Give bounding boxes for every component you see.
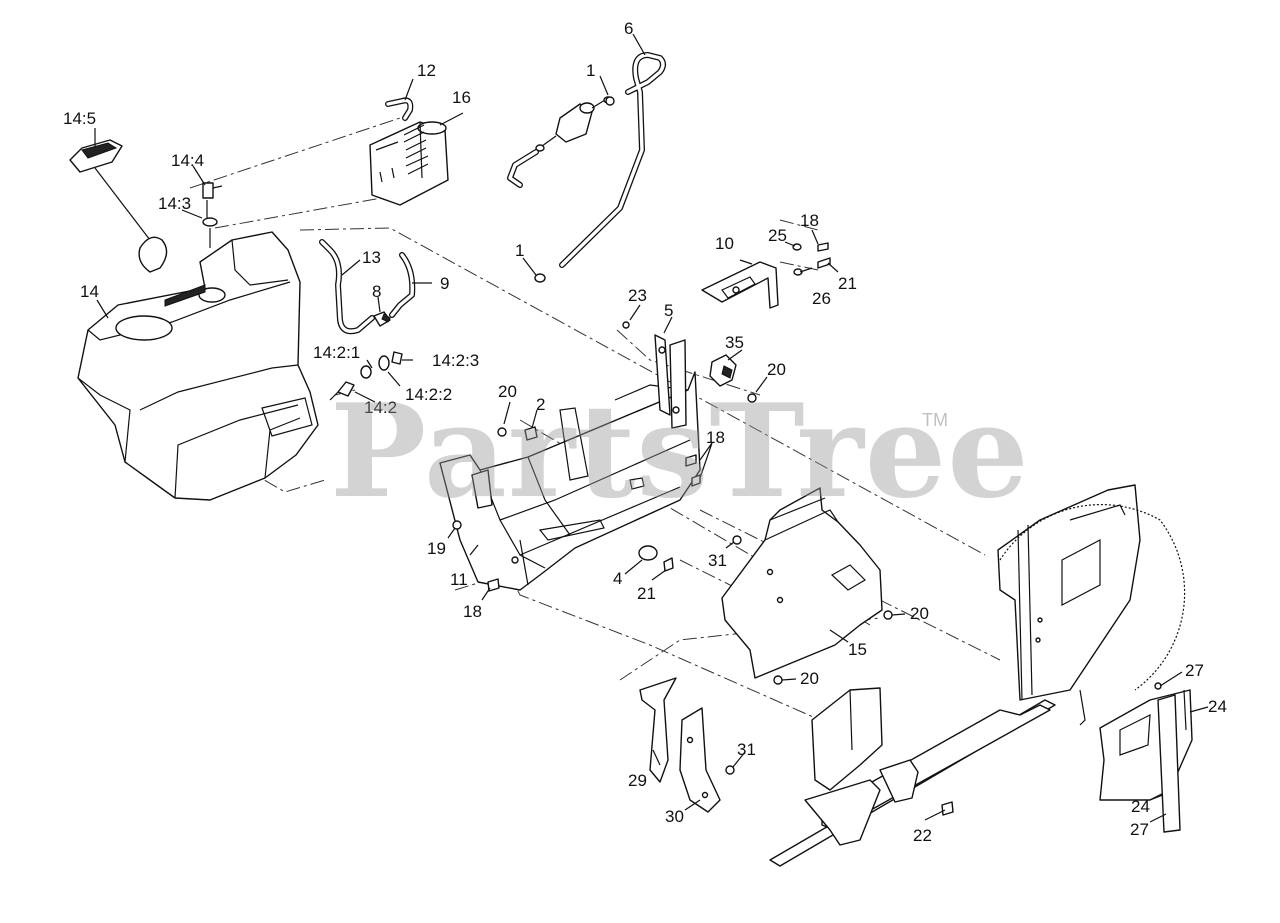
callout-31: 31 (708, 551, 727, 570)
callout-24: 24 (1131, 797, 1150, 816)
callout-20: 20 (498, 382, 517, 401)
callout-14-3: 14:3 (158, 194, 191, 213)
callout-23: 23 (628, 286, 647, 305)
bracket-29[interactable] (639, 677, 677, 783)
callout-20: 20 (800, 669, 819, 688)
fuel-cap[interactable] (69, 139, 168, 273)
hose-13[interactable] (319, 239, 375, 335)
vent-hose[interactable] (385, 97, 414, 121)
fuel-shutoff-valve[interactable] (709, 354, 737, 387)
callout-22: 22 (913, 826, 932, 845)
callout-14-2-2: 14:2:2 (405, 385, 452, 404)
callout-11: 11 (450, 570, 468, 589)
fuel-hose-6[interactable] (559, 52, 666, 268)
inset-bracket[interactable] (1099, 689, 1193, 833)
fuel-line-9[interactable] (389, 252, 416, 318)
fuel-tank[interactable] (77, 231, 319, 501)
callout-26: 26 (812, 289, 831, 308)
leader-lines (94, 33, 1209, 823)
callout-21: 21 (838, 274, 857, 293)
callout-13: 13 (362, 248, 381, 267)
watermark-logo: PartsTree (330, 377, 1030, 527)
callout-35: 35 (725, 333, 744, 352)
callout-25: 25 (768, 226, 787, 245)
callout-1: 1 (586, 61, 595, 80)
callout-12: 12 (417, 61, 436, 80)
callout-10: 10 (715, 234, 734, 253)
callout-14-2: 14:2 (364, 398, 397, 417)
callout-19: 19 (427, 539, 446, 558)
callout-9: 9 (440, 274, 449, 293)
callout-20: 20 (910, 604, 929, 623)
callout-27: 27 (1130, 820, 1149, 839)
callout-labels: 1 1 2 4 5 6 8 9 10 11 12 13 14 14:2 14:2… (63, 19, 1227, 845)
heat-shield-15[interactable] (721, 487, 883, 679)
callout-24: 24 (1208, 697, 1227, 716)
detail-circle (999, 503, 1186, 691)
callout-1: 1 (515, 241, 524, 260)
bracket-10[interactable] (701, 261, 779, 309)
callout-14-5: 14:5 (63, 109, 96, 128)
callout-29: 29 (628, 771, 647, 790)
callout-14-2-1: 14:2:1 (313, 343, 360, 362)
hose-clamp-1[interactable] (534, 273, 546, 283)
frame-rail[interactable] (769, 687, 1056, 867)
bracket-5[interactable] (654, 334, 687, 429)
callout-2: 2 (536, 395, 545, 414)
callout-27: 27 (1185, 661, 1204, 680)
fitting-8[interactable] (373, 311, 391, 327)
bracket-30[interactable] (679, 707, 721, 813)
tank-outlet-fittings[interactable] (329, 351, 403, 401)
callout-16: 16 (452, 88, 471, 107)
vent-fitting[interactable] (202, 182, 223, 248)
callout-18: 18 (800, 211, 819, 230)
charcoal-canister[interactable] (369, 121, 449, 206)
fuel-filter[interactable] (507, 96, 613, 188)
callout-21: 21 (637, 584, 656, 603)
callout-15: 15 (848, 640, 867, 659)
callout-8: 8 (372, 282, 381, 301)
callout-14: 14 (80, 282, 99, 301)
callout-18: 18 (463, 602, 482, 621)
callout-30: 30 (665, 807, 684, 826)
callout-18: 18 (706, 428, 725, 447)
callout-4: 4 (613, 569, 622, 588)
callout-20: 20 (767, 360, 786, 379)
callout-14-4: 14:4 (171, 151, 204, 170)
side-panel[interactable] (997, 484, 1141, 701)
callout-14-2-3: 14:2:3 (432, 351, 479, 370)
callout-6: 6 (624, 19, 633, 38)
trademark-mark: TM (922, 410, 948, 430)
callout-5: 5 (664, 301, 673, 320)
callout-31: 31 (737, 740, 756, 759)
detail-leader (1079, 689, 1086, 726)
